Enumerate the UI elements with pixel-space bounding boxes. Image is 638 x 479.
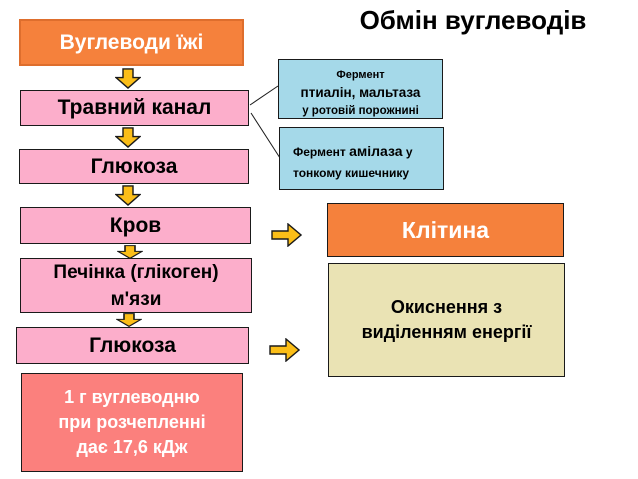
flow-box-digestive-tract-label: Травний канал [57, 96, 212, 119]
flow-box-oxidation-label: Окиснення з виділенням енергії [361, 297, 532, 342]
connector-line-small-intestine [250, 112, 281, 159]
flow-box-food: Вуглеводи їжі [19, 19, 244, 66]
flow-box-food-label: Вуглеводи їжі [59, 30, 204, 54]
callout-small-intestine-suffix: у тонкому кишечнику [293, 145, 413, 180]
right-arrow-icon [269, 338, 300, 362]
callout-small-intestine-enzyme: амілаза [349, 143, 403, 159]
flow-box-glucose-1-label: Глюкоза [90, 154, 178, 178]
down-arrow-icon [115, 68, 141, 89]
flow-box-glucose-1: Глюкоза [19, 149, 249, 184]
right-arrow-icon [271, 223, 302, 247]
flow-box-blood-label: Кров [109, 213, 162, 237]
flow-box-cell: Клітина [327, 203, 564, 257]
callout-oral-cavity-line2: птиалін, мальтаза [300, 85, 421, 100]
down-arrow-icon [115, 185, 141, 206]
flow-box-blood: Кров [20, 207, 251, 244]
down-arrow-icon [117, 245, 143, 259]
down-arrow-icon [115, 127, 141, 148]
diagram-title: Обмін вуглеводів [359, 5, 587, 35]
flow-box-digestive-tract: Травний канал [20, 90, 249, 126]
flow-box-liver-glycogen: Печінка (глікоген) м'язи [20, 258, 252, 313]
connector-line-oral-cavity [249, 85, 279, 106]
flow-box-energy-note: 1 г вуглеводню при розчепленні дає 17,6 … [21, 373, 243, 472]
flow-box-oxidation: Окиснення з виділенням енергії [328, 263, 565, 377]
flow-box-cell-label: Клітина [401, 216, 490, 243]
callout-oral-cavity-line1: Фермент [336, 69, 385, 81]
flow-box-energy-note-label: 1 г вуглеводню при розчепленні дає 17,6 … [58, 387, 206, 457]
callout-small-intestine-prefix: Фермент [293, 145, 350, 159]
callout-oral-cavity: Фермент птиалін, мальтаза у ротовій поро… [278, 59, 443, 119]
flow-box-glucose-2-label: Глюкоза [89, 333, 176, 357]
callout-small-intestine: Фермент амілаза у тонкому кишечнику [279, 127, 444, 190]
callout-small-intestine-text: Фермент амілаза у тонкому кишечнику [280, 128, 443, 184]
down-arrow-icon [116, 313, 142, 327]
flow-box-liver-glycogen-label: Печінка (глікоген) м'язи [53, 261, 219, 310]
flow-box-glucose-2: Глюкоза [16, 327, 249, 364]
callout-oral-cavity-line3: у ротовій порожнині [302, 105, 419, 117]
